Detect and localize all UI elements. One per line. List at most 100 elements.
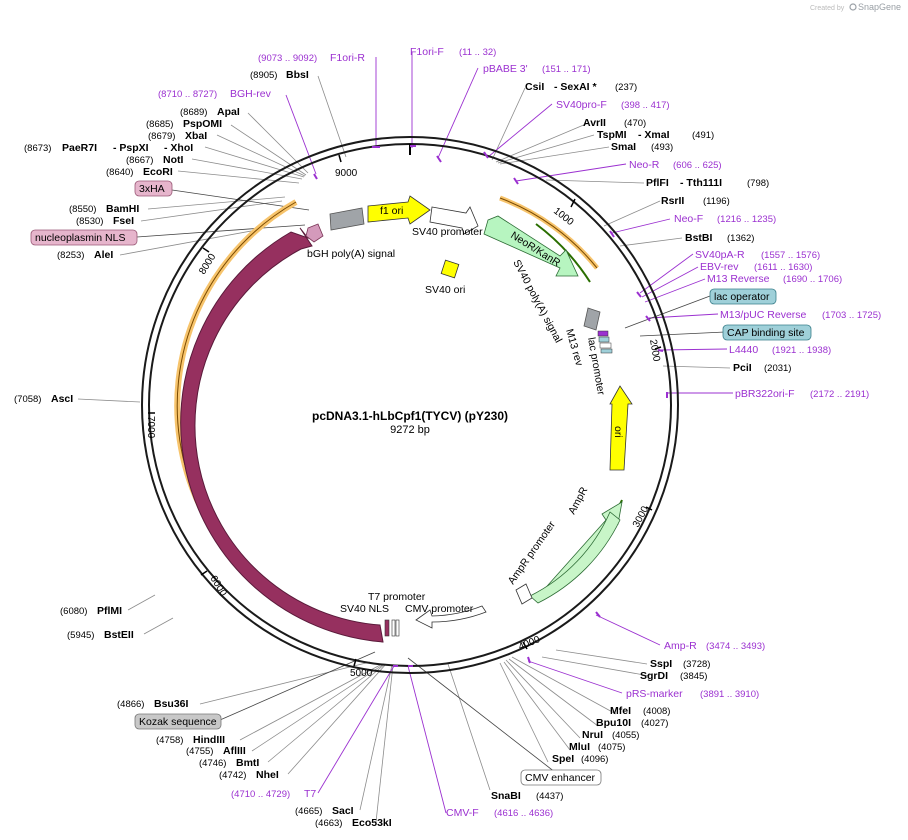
tspmi-pos: (491) (692, 130, 714, 141)
plasmid-length: 9272 bp (390, 424, 430, 436)
bamhi-site[interactable]: BamHI (106, 203, 139, 215)
sgrdi-site[interactable]: SgrDI (640, 670, 668, 682)
pbabe3-primer[interactable]: pBABE 3' (483, 63, 528, 75)
asci-site[interactable]: AscI (51, 393, 73, 405)
xmai-site[interactable]: - XmaI (638, 129, 670, 141)
pcii-site[interactable]: PciI (733, 362, 752, 374)
m13-reverse-primer[interactable]: M13 Reverse (707, 273, 770, 285)
cap-binding-site-box[interactable] (722, 324, 812, 341)
mlui-site[interactable]: MluI (569, 741, 590, 753)
cmv-promoter-arrow[interactable] (415, 605, 487, 629)
alei-site[interactable]: AleI (94, 249, 113, 261)
apai-site[interactable]: ApaI (217, 106, 240, 118)
bsteii-site[interactable]: BstEII (104, 629, 134, 641)
rsrii-site[interactable]: RsrII (661, 195, 684, 207)
asci-pos: (7058) (14, 394, 41, 405)
cap-binding-site-label: CAP binding site (727, 327, 805, 339)
tick-label-4000: 4000 (517, 634, 542, 653)
snapgene-brand: SnapGene (858, 2, 901, 12)
cmv-f-primer[interactable]: CMV-F (446, 807, 479, 819)
afliii-pos: (4755) (186, 746, 213, 757)
noti-site[interactable]: NotI (163, 154, 183, 166)
tspmi-site[interactable]: TspMI (597, 129, 627, 141)
3xha-box[interactable] (134, 180, 173, 197)
lac-promoter-feature[interactable] (599, 342, 612, 349)
tth111i-site[interactable]: - Tth111I (680, 177, 722, 189)
lac-operator-box[interactable] (709, 288, 777, 305)
sspi-site[interactable]: SspI (650, 658, 672, 670)
l4440-primer[interactable]: L4440 (729, 344, 758, 356)
neor-kanr-arrow[interactable] (483, 215, 579, 277)
afliii-site[interactable]: AflIII (223, 745, 246, 757)
bstbi-site[interactable]: BstBI (685, 232, 713, 244)
nhei-site[interactable]: NheI (256, 769, 279, 781)
ebv-rev-primer[interactable]: EBV-rev (700, 261, 739, 273)
t7-primer[interactable]: T7 (304, 788, 316, 800)
l4440-pos: (1921 .. 1938) (772, 345, 831, 356)
ecori-pos: (8640) (106, 167, 133, 178)
lac-operator-label: lac operator (714, 291, 770, 303)
sv40pa-r-primer[interactable]: SV40pA-R (695, 249, 745, 261)
f1ori-f-primer[interactable]: F1ori-F (410, 46, 444, 58)
sv40-polya-feature[interactable] (583, 307, 601, 331)
bgh-polya-label: bGH poly(A) signal (307, 248, 395, 260)
bstbi-pos: (1362) (727, 233, 754, 244)
f1ori-r-primer[interactable]: F1ori-R (330, 52, 365, 64)
bsu36i-site[interactable]: Bsu36I (154, 698, 189, 710)
3xha-feature[interactable] (305, 223, 324, 243)
bgh-polya-feature[interactable] (329, 207, 365, 231)
lac-operator-feature[interactable] (598, 336, 610, 343)
pbr322ori-f-primer[interactable]: pBR322ori-F (735, 388, 795, 400)
xbai-site[interactable]: XbaI (185, 130, 207, 142)
fsei-pos: (8530) (76, 216, 103, 227)
bgh-rev-primer[interactable]: BGH-rev (230, 88, 272, 100)
lbcpf1-arrow[interactable] (180, 227, 384, 643)
sv40-polya-label: SV40 poly(A) signal (510, 258, 564, 345)
spei-site[interactable]: SpeI (552, 753, 574, 765)
csii-site[interactable]: CsiI (525, 81, 544, 93)
kozak-feature[interactable] (395, 619, 400, 637)
cmv-promoter-label: CMV promoter (405, 603, 474, 615)
nrui-site[interactable]: NruI (582, 729, 603, 741)
bpu10i-site[interactable]: Bpu10I (596, 717, 631, 729)
t7-promoter-feature[interactable] (391, 619, 396, 637)
hindiii-site[interactable]: HindIII (193, 734, 225, 746)
m13-puc-reverse-primer[interactable]: M13/pUC Reverse (720, 309, 807, 321)
m13-rev-feature[interactable] (597, 330, 609, 337)
cmv-enhancer-box[interactable] (520, 769, 602, 786)
nucleoplasmin-nls-box[interactable] (30, 229, 138, 246)
ampr-arrow-body[interactable] (529, 511, 621, 604)
pspxi-site[interactable]: - PspXI (113, 142, 149, 154)
ampr-promoter-feature[interactable] (515, 583, 533, 605)
pflfi-site[interactable]: PflFI (646, 177, 669, 189)
amp-r-primer[interactable]: Amp-R (664, 640, 697, 652)
sv40-nls-feature[interactable] (384, 619, 390, 637)
avrii-site[interactable]: AvrII (583, 117, 606, 129)
sv40-promoter-arrow[interactable] (429, 206, 479, 235)
ecori-site[interactable]: EcoRI (143, 166, 173, 178)
sv40-ori-feature[interactable] (440, 259, 460, 279)
snabi-site[interactable]: SnaBI (491, 790, 521, 802)
ori-arrow[interactable] (609, 385, 633, 471)
sexai-site[interactable]: - SexAI * (554, 81, 598, 93)
eco53ki-site[interactable]: Eco53kI (352, 817, 392, 829)
smai-site[interactable]: SmaI (611, 141, 636, 153)
paer7i-site[interactable]: PaeR7I (62, 142, 97, 154)
feature-pointer-lines (136, 189, 726, 777)
bmti-site[interactable]: BmtI (236, 757, 259, 769)
neo-r-primer[interactable]: Neo-R (629, 159, 660, 171)
spei-pos: (4096) (581, 754, 608, 765)
neo-f-primer[interactable]: Neo-F (674, 213, 703, 225)
sv40pro-f-primer[interactable]: SV40pro-F (556, 99, 607, 111)
kozak-sequence-box[interactable] (134, 713, 222, 730)
prs-marker-primer[interactable]: pRS-marker (626, 688, 683, 700)
pflmi-site[interactable]: PflMI (97, 605, 122, 617)
cap-site-feature[interactable] (600, 348, 613, 354)
fsei-site[interactable]: FseI (113, 215, 134, 227)
pspomi-site[interactable]: PspOMI (183, 118, 222, 130)
mfei-site[interactable]: MfeI (610, 705, 631, 717)
f1-ori-arrow[interactable] (367, 195, 431, 225)
bbsi-site[interactable]: BbsI (286, 69, 309, 81)
saci-site[interactable]: SacI (332, 805, 354, 817)
xhoi-site[interactable]: - XhoI (164, 142, 193, 154)
